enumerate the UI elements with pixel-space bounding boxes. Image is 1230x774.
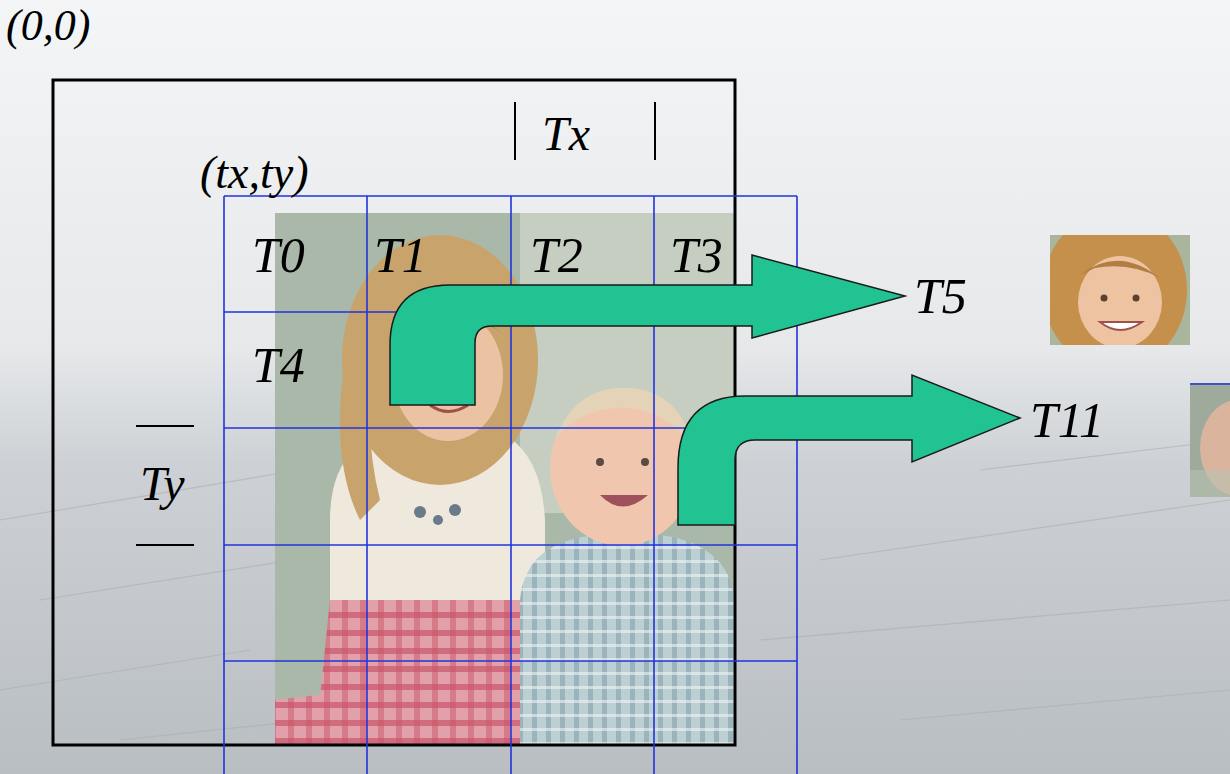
tile-label: T4 xyxy=(252,340,305,390)
image-boundary xyxy=(53,80,735,745)
baby-eye xyxy=(596,458,604,466)
tile-label: T1 xyxy=(374,230,427,280)
baby-dress xyxy=(520,535,735,745)
tile-origin-label: (tx,ty) xyxy=(200,150,309,196)
extract-arrow xyxy=(678,375,1020,525)
baby-eye xyxy=(641,458,649,466)
tile-label: T5 xyxy=(914,271,967,321)
tile-height-mark xyxy=(136,544,194,546)
extract-arrow xyxy=(390,255,905,405)
grid-line xyxy=(223,196,225,774)
thumb-face xyxy=(1078,256,1162,345)
tile-width-mark xyxy=(514,102,516,160)
girl-hair-side xyxy=(340,360,380,520)
baby-mouth xyxy=(600,495,648,507)
tile-height-label: Ty xyxy=(140,460,184,508)
baby-hair xyxy=(555,388,692,445)
tile-label: T11 xyxy=(1030,395,1104,445)
grid-line xyxy=(366,196,368,774)
grid-line xyxy=(224,195,797,197)
thumb-fringe xyxy=(1080,261,1160,278)
origin-coordinate: (0,0) xyxy=(6,4,90,48)
thumb-eye xyxy=(1133,295,1140,302)
grid-line xyxy=(653,196,655,774)
grid-line xyxy=(510,196,512,774)
dress-print xyxy=(414,504,461,525)
girl-smile xyxy=(430,405,468,412)
blanket xyxy=(275,690,360,745)
grid-line xyxy=(224,660,797,662)
thumb-edge xyxy=(1190,383,1230,385)
thumb-eye xyxy=(1101,295,1108,302)
tile-label: T0 xyxy=(252,230,305,280)
tile-thumbnail xyxy=(1050,235,1190,345)
tile-label: T3 xyxy=(670,230,723,280)
tile-height-mark xyxy=(136,425,194,427)
grid-line xyxy=(224,544,797,546)
tile-thumbnail xyxy=(1190,383,1230,497)
tile-width-mark xyxy=(654,102,656,160)
tile-width-label: Tx xyxy=(542,110,590,158)
tile-label: T2 xyxy=(530,230,583,280)
thumb-shade xyxy=(1190,470,1230,497)
thumb-smile xyxy=(1100,322,1142,330)
thumb-hair xyxy=(1050,235,1187,345)
